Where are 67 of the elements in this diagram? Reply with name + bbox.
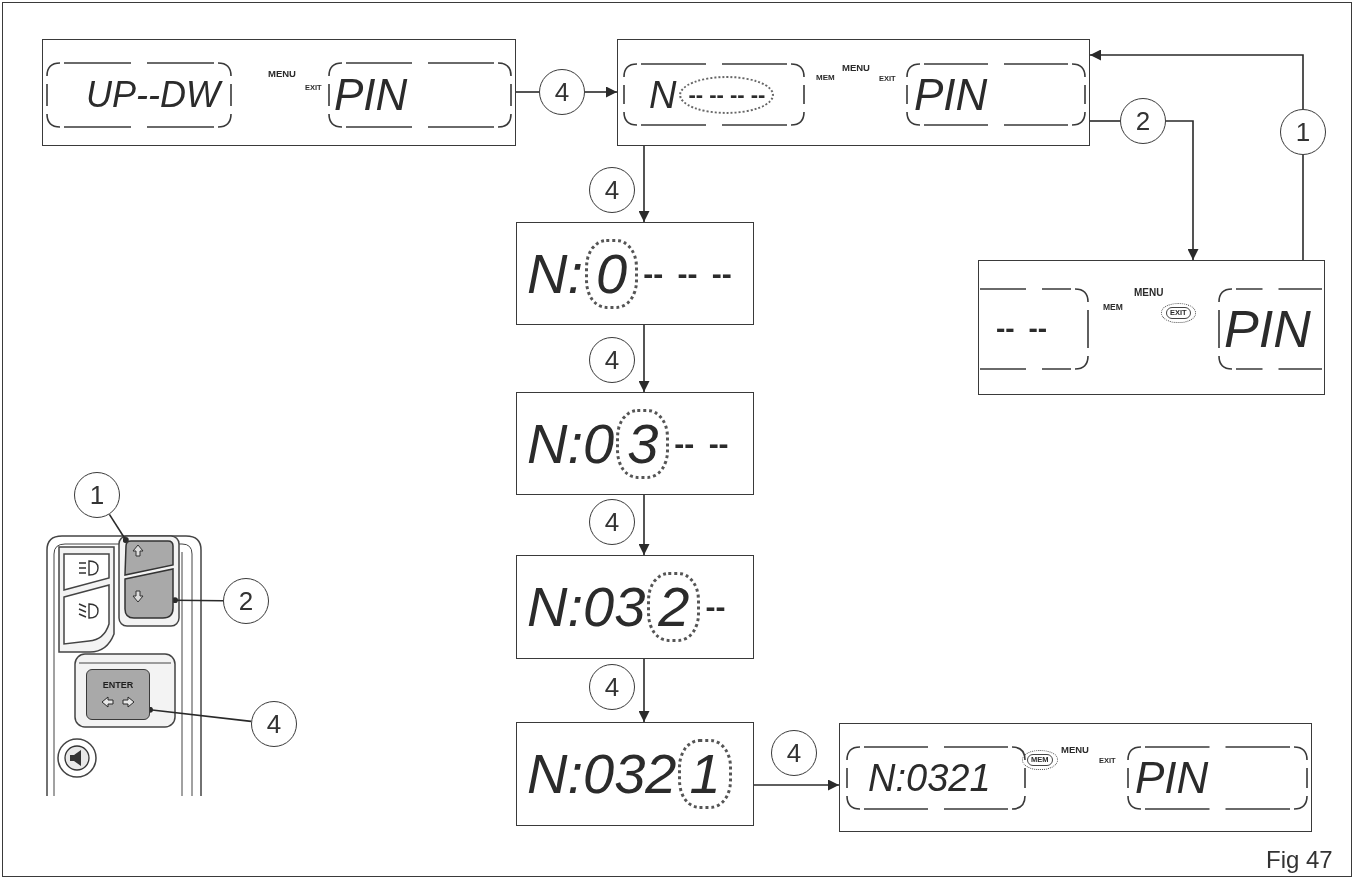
lcd-readout: N:032 — [527, 746, 677, 802]
indicator-label: MENU — [842, 63, 870, 73]
lcd-screen — [839, 723, 1312, 832]
lcd-screen — [42, 39, 516, 146]
key-label: ENTER — [102, 681, 134, 690]
blinking-digit: 2 — [647, 572, 701, 642]
step-number: 4 — [589, 167, 635, 213]
flow-arrow — [638, 145, 650, 223]
indicator-label: MENU — [268, 69, 296, 79]
lcd-readout: N — [649, 75, 677, 114]
connector-line — [1302, 154, 1304, 261]
flow-arrow — [1089, 49, 1304, 110]
blinking-digit: 0 — [585, 238, 639, 309]
leader-line — [108, 513, 129, 543]
blank-digit-dashes: -- -- -- — [643, 258, 732, 289]
connector-line — [1089, 120, 1121, 122]
enter-key — [86, 669, 150, 720]
lcd-screen — [516, 722, 754, 826]
step-number: 4 — [771, 730, 817, 776]
lcd-readout: N:0 — [527, 415, 615, 472]
flow-arrow — [638, 494, 650, 556]
lcd-screen — [516, 392, 754, 495]
lcd-readout: N:0321 — [868, 759, 991, 797]
figure-label: Fig 47 — [1266, 848, 1333, 872]
lcd-readout: PIN — [1135, 756, 1209, 800]
indicator-label: MEM — [816, 74, 835, 82]
lcd-segment-frame — [328, 62, 512, 128]
indicator-label: MEM — [1103, 303, 1123, 312]
lcd-segment-frame — [979, 288, 1089, 370]
blinking-digit-dashes: -- -- -- -- — [679, 75, 775, 114]
step-number: 4 — [539, 69, 585, 115]
flow-arrow — [584, 86, 618, 98]
flow-arrow — [638, 324, 650, 393]
indicator-label: MENU — [1134, 288, 1164, 298]
lcd-readout: PIN — [1224, 303, 1311, 355]
step-number: 4 — [589, 337, 635, 383]
blank-digit-dashes: -- -- — [674, 428, 729, 459]
lcd-readout: PIN — [914, 72, 988, 117]
lcd-readout: N: — [527, 245, 583, 302]
lcd-segment-frame — [846, 746, 1026, 810]
step-number: 1 — [1280, 109, 1326, 155]
flow-arrow — [638, 658, 650, 723]
blank-digit-dashes: -- -- — [996, 315, 1048, 343]
flow-arrow — [1165, 120, 1199, 261]
lcd-segment-frame — [1127, 746, 1308, 810]
blank-digit-dashes: -- — [705, 592, 726, 622]
lcd-readout: PIN — [334, 73, 408, 117]
lcd-screen — [617, 39, 1090, 146]
step-number: 4 — [589, 499, 635, 545]
flow-arrow — [753, 779, 840, 791]
callout-number: 2 — [223, 578, 269, 624]
callout-number: 4 — [251, 701, 297, 747]
connector-line — [515, 91, 540, 93]
step-number: 2 — [1120, 98, 1166, 144]
lcd-readout: N:03 — [527, 579, 646, 635]
lcd-screen — [978, 260, 1325, 395]
blinking-digit: 3 — [616, 408, 670, 479]
lcd-segment-frame — [1218, 288, 1323, 370]
lcd-segment-frame — [46, 62, 232, 128]
lcd-screen — [516, 555, 754, 659]
blinking-digit: 1 — [678, 739, 732, 809]
step-number: 4 — [589, 664, 635, 710]
lcd-segment-frame — [906, 63, 1086, 126]
lcd-screen — [516, 222, 754, 325]
lcd-segment-frame — [623, 63, 805, 126]
callout-number: 1 — [74, 472, 120, 518]
indicator-label: MENU — [1061, 745, 1089, 755]
